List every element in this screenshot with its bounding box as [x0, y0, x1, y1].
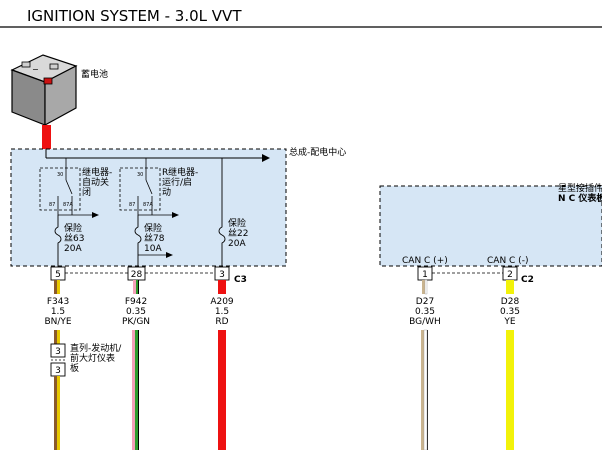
wire-stubs — [54, 279, 514, 295]
wire-label-f343: F343 1.5 BN/YE — [44, 297, 71, 327]
svg-text:1.5: 1.5 — [51, 307, 65, 317]
destination-pin-top-number: 3 — [55, 347, 61, 357]
distribution-center-box — [10, 148, 287, 267]
wire-label-d28: D28 0.35 YE — [500, 297, 520, 327]
wire-label-a209: A209 1.5 RD — [210, 297, 234, 327]
wire-f343-seg-1 — [54, 330, 57, 344]
module-pin-1-number: 1 — [422, 270, 428, 280]
relay-1-pin-87: 87 — [49, 202, 55, 208]
svg-text:RD: RD — [215, 317, 228, 327]
relay-2-arrow-icon — [172, 212, 179, 218]
fuse-63-line-2: 丝63 — [64, 232, 84, 244]
svg-text:D28: D28 — [501, 297, 520, 307]
svg-text:0.35: 0.35 — [415, 307, 435, 317]
destination-pin-top — [50, 343, 66, 358]
module-pin-1-label: CAN C (+) — [402, 256, 448, 266]
wire-d27 — [421, 329, 428, 450]
module-pin-2-label: CAN C (-) — [487, 256, 528, 266]
relay-1-pin-87a: 87A — [63, 202, 73, 208]
fuse-22-rating: 20A — [228, 239, 246, 249]
fuse-63-rating: 20A — [64, 244, 82, 254]
battery-icon: − — [10, 54, 78, 127]
c2-connector-label: C2 — [521, 275, 534, 285]
svg-text:BN/YE: BN/YE — [44, 317, 71, 327]
relay-1-line-2: 自动关 — [82, 176, 109, 188]
wire-d28 — [506, 330, 514, 450]
fuse-22-line-1: 保险 — [228, 217, 246, 229]
svg-text:F942: F942 — [125, 297, 147, 307]
fuse-63-symbol — [54, 215, 62, 268]
relay-2-pin-87: 87 — [129, 202, 135, 208]
wire-f343 — [54, 376, 60, 450]
module-label-line-1: 星型接插件 — [558, 182, 602, 194]
dc-pin-3-number: 3 — [219, 270, 225, 280]
svg-text:1.5: 1.5 — [215, 307, 229, 317]
svg-text:0.35: 0.35 — [126, 307, 146, 317]
fuse-78-line-2: 丝78 — [144, 232, 165, 244]
wire-label-f942: F942 0.35 PK/GN — [122, 297, 150, 327]
wire-a209 — [218, 330, 226, 450]
relay-2-switch — [145, 179, 153, 195]
battery-label: 蓄电池 — [81, 68, 108, 80]
svg-text:A209: A209 — [210, 297, 234, 307]
svg-text:YE: YE — [503, 317, 515, 327]
relay-2-line-2: 运行/启 — [162, 176, 192, 188]
fuse-22-line-2: 丝22 — [228, 227, 248, 239]
distribution-center-label: 总成-配电中心 — [289, 146, 346, 158]
relay-1-line-3: 闭 — [82, 186, 91, 198]
bus-arrow-icon — [262, 154, 270, 162]
destination-line-2: 前大灯仪表 — [70, 352, 115, 364]
relay-1-box — [39, 167, 81, 211]
destination-line-3: 板 — [70, 362, 79, 374]
fuse-78-symbol — [134, 215, 142, 268]
page-title: IGNITION SYSTEM - 3.0L VVT — [27, 7, 242, 25]
svg-text:0.35: 0.35 — [500, 307, 520, 317]
relay-2-pin-87a: 87A — [143, 202, 153, 208]
relay-2-prefix: R — [162, 168, 168, 178]
dc-pin-5-number: 5 — [55, 270, 61, 280]
relay-2-line-3: 动 — [162, 187, 171, 198]
relay-1-switch — [65, 179, 73, 195]
fuse-78-line-1: 保险 — [144, 222, 162, 234]
fuse-22-symbol — [218, 158, 226, 268]
relay-2-box — [119, 167, 161, 211]
c3-connector-label: C3 — [234, 275, 247, 285]
relay-1-pin-30: 30 — [57, 172, 63, 178]
relay-2-line-1: 继电器- — [168, 166, 198, 178]
module-box — [379, 185, 602, 267]
destination-pin-bottom-number: 3 — [55, 366, 61, 376]
destination-line-1: 直列-发动机/ — [70, 342, 122, 354]
relay-1-arrow-icon — [92, 212, 99, 218]
svg-text:D27: D27 — [416, 297, 434, 307]
module-pin-2-number: 2 — [507, 270, 513, 280]
fuse-78-arrow-icon — [166, 252, 173, 258]
fuse-78-rating: 10A — [144, 244, 162, 254]
svg-text:PK/GN: PK/GN — [122, 317, 150, 327]
module-label-line-2: N C 仪表板 — [558, 192, 602, 204]
fuse-63-line-1: 保险 — [64, 222, 82, 234]
dc-pin-28-number: 28 — [131, 270, 143, 280]
battery-feed-wire — [42, 125, 51, 149]
wire-f942 — [132, 330, 139, 450]
svg-text:F343: F343 — [47, 297, 69, 307]
svg-text:BG/WH: BG/WH — [409, 317, 441, 327]
svg-text:−: − — [32, 65, 39, 74]
wire-label-d27: D27 0.35 BG/WH — [409, 297, 441, 327]
relay-2-pin-30: 30 — [137, 172, 143, 178]
relay-1-line-1: 继电器- — [82, 166, 112, 178]
